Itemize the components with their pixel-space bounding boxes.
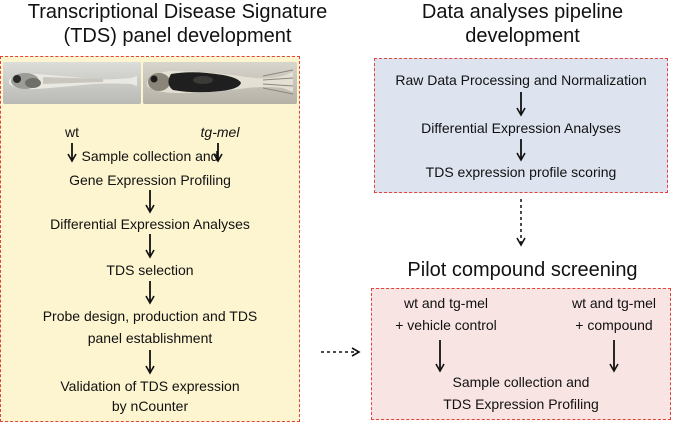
tg-mel-fish-drawing — [143, 62, 297, 104]
step-validation-line2: by nCounter — [111, 398, 189, 414]
wt-fish-image — [3, 62, 141, 104]
wt-fish-drawing — [3, 62, 141, 104]
tds-panel-title: Transcriptional Disease Signature (TDS) … — [0, 0, 355, 48]
screening-result-line2: TDS Expression Profiling — [443, 396, 599, 412]
step-probe-design-line2: panel establishment — [87, 330, 213, 346]
pipeline-title: Data analyses pipeline development — [370, 0, 675, 48]
step-differential-expression: Differential Expression Analyses — [50, 216, 250, 232]
screening-result: Sample collection and TDS Expression Pro… — [371, 372, 671, 414]
tds-panel-title-line1: Transcriptional Disease Signature — [27, 1, 328, 23]
tg-mel-fish-image — [143, 62, 297, 104]
step-sample-collection: Sample collection and Gene Expression Pr… — [0, 146, 300, 190]
compound-group: wt and tg-mel + compound — [554, 293, 674, 335]
screening-result-line1: Sample collection and — [452, 374, 590, 390]
screening-title: Pilot compound screening — [407, 259, 638, 281]
pipeline-step-differential: Differential Expression Analyses — [421, 120, 621, 136]
step-validation-line1: Validation of TDS expression — [60, 378, 240, 394]
step-validation: Validation of TDS expression by nCounter — [0, 376, 300, 416]
step-tds-selection: TDS selection — [106, 262, 194, 278]
step-probe-design: Probe design, production and TDS panel e… — [0, 306, 300, 348]
pipeline-title-line1: Data analyses pipeline — [421, 1, 624, 23]
step-sample-collection-line1: Sample collection and — [81, 148, 219, 164]
vehicle-control-line1: wt and tg-mel — [403, 295, 489, 311]
vehicle-control-line2: + vehicle control — [395, 317, 497, 333]
wt-label: wt — [65, 124, 79, 140]
pipeline-title-line2: development — [465, 25, 580, 47]
vehicle-control-group: wt and tg-mel + vehicle control — [376, 293, 516, 335]
compound-line2: + compound — [575, 317, 653, 333]
pipeline-step-raw-data: Raw Data Processing and Normalization — [395, 72, 647, 88]
step-sample-collection-line2: Gene Expression Profiling — [69, 172, 231, 188]
pipeline-panel — [374, 58, 668, 193]
compound-line1: wt and tg-mel — [571, 295, 657, 311]
pipeline-step-scoring: TDS expression profile scoring — [425, 164, 617, 180]
step-probe-design-line1: Probe design, production and TDS — [42, 308, 258, 324]
screening-panel — [371, 288, 671, 420]
tds-panel-title-line2: (TDS) panel development — [63, 25, 292, 47]
tg-mel-label: tg-mel — [200, 124, 240, 140]
